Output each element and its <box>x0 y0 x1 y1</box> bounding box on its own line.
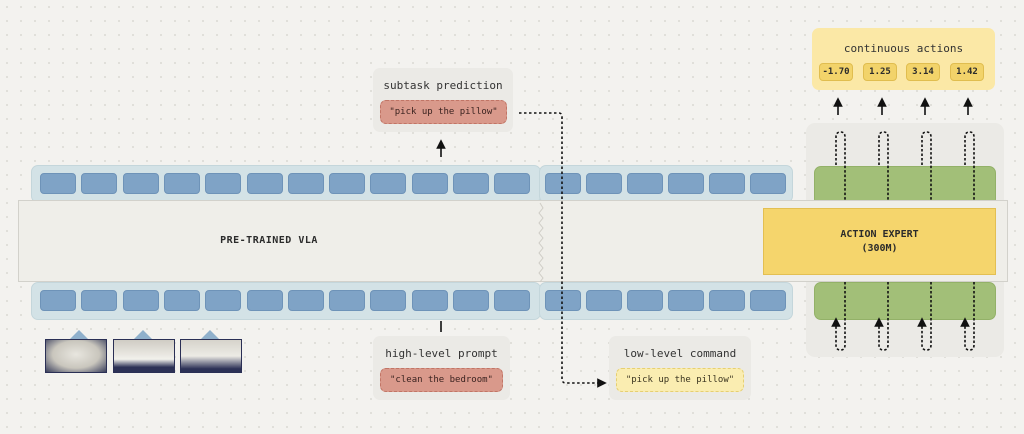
continuous-actions-panel: continuous actions -1.70 1.25 3.14 1.42 <box>812 28 995 90</box>
vla-token <box>411 290 448 311</box>
vla-token <box>586 290 622 311</box>
action-value: -1.70 <box>819 63 853 81</box>
vla-token <box>545 173 581 194</box>
high-level-prompt-card: high-level prompt "clean the bedroom" <box>373 336 510 400</box>
vla-token <box>494 173 531 194</box>
vla-token <box>329 173 366 194</box>
vla-token <box>122 173 159 194</box>
camera-image-3 <box>180 339 242 373</box>
action-expert-block: ACTION EXPERT (300M) <box>763 208 996 275</box>
vla-token <box>370 173 407 194</box>
vla-token <box>329 290 366 311</box>
vla-token <box>453 290 489 311</box>
vla-token <box>750 290 786 311</box>
vla-token <box>81 173 118 194</box>
camera-arrow <box>134 330 152 339</box>
vla-token <box>122 290 159 311</box>
camera-arrow <box>201 330 219 339</box>
camera-image-1 <box>45 339 107 373</box>
vla-token <box>411 173 448 194</box>
low-level-command-title: low-level command <box>623 347 737 360</box>
high-level-prompt-title: high-level prompt <box>385 347 498 360</box>
vla-token <box>205 290 242 311</box>
vla-token <box>453 173 489 194</box>
vla-token <box>163 290 200 311</box>
vla-token <box>370 290 407 311</box>
vla-token <box>750 173 786 194</box>
subtask-prediction-card: subtask prediction "pick up the pillow" <box>373 68 513 132</box>
vla-token <box>287 290 324 311</box>
action-expert-title: ACTION EXPERT <box>840 228 919 240</box>
vla-token <box>668 173 704 194</box>
subtask-prediction-value: "pick up the pillow" <box>380 100 507 124</box>
vla-token <box>709 290 745 311</box>
vla-token <box>205 173 242 194</box>
pretrained-vla-label: PRE-TRAINED VLA <box>220 235 318 246</box>
low-level-command-value: "pick up the pillow" <box>616 368 744 392</box>
vla-token <box>627 173 663 194</box>
vla-token <box>40 173 76 194</box>
camera-arrow <box>70 330 88 339</box>
continuous-actions-title: continuous actions <box>843 42 964 55</box>
vla-token <box>709 173 745 194</box>
vla-token <box>627 290 663 311</box>
expert-token-band-bottom <box>814 282 996 320</box>
vla-token <box>586 173 622 194</box>
vla-token <box>668 290 704 311</box>
action-value: 3.14 <box>906 63 940 81</box>
action-value: 1.42 <box>950 63 984 81</box>
vla-token <box>287 173 324 194</box>
vla-token <box>545 290 581 311</box>
vla-token <box>494 290 531 311</box>
vla-token <box>163 173 200 194</box>
low-level-command-card: low-level command "pick up the pillow" <box>609 336 751 400</box>
vla-token <box>246 290 283 311</box>
vla-token <box>246 173 283 194</box>
camera-image-2 <box>113 339 175 373</box>
subtask-prediction-title: subtask prediction <box>383 79 503 92</box>
action-value: 1.25 <box>863 63 897 81</box>
high-level-prompt-value: "clean the bedroom" <box>380 368 503 392</box>
action-expert-size: (300M) <box>861 242 898 254</box>
vla-token <box>81 290 118 311</box>
vla-token <box>40 290 76 311</box>
